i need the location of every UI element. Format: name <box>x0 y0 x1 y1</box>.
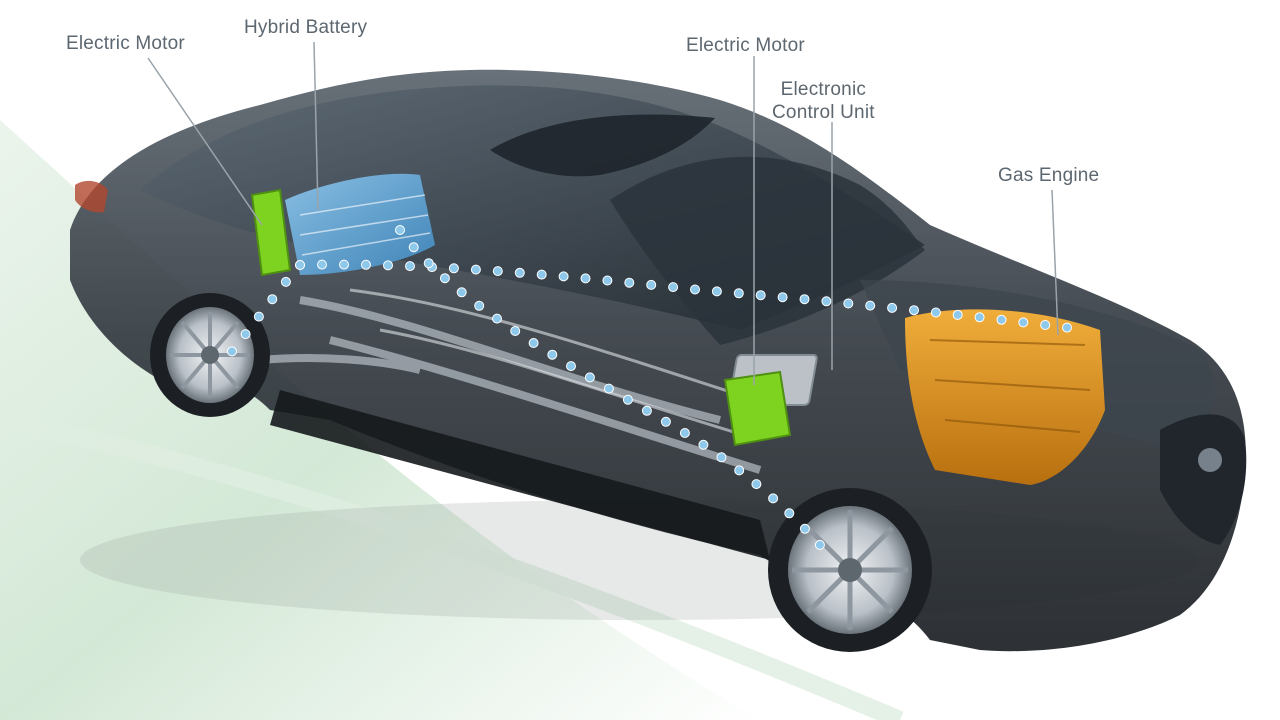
power-flow-dot <box>799 523 810 534</box>
power-flow-dot <box>470 264 481 275</box>
rear-wheel <box>150 293 270 417</box>
power-flow-dot <box>952 309 963 320</box>
power-flow-dot <box>622 394 633 405</box>
power-flow-dot <box>843 298 854 309</box>
power-flow-dots <box>227 225 1072 550</box>
gas-engine-detail <box>929 339 1091 433</box>
power-flow-dot <box>1040 320 1051 330</box>
callout-leader-lines <box>147 41 1059 385</box>
power-flow-dot <box>909 305 919 316</box>
power-flow-dot <box>280 276 291 287</box>
power-flow-dot <box>602 275 613 286</box>
power-flow-dot <box>528 338 539 348</box>
car-side-skirt <box>270 390 770 560</box>
leader-gas-engine <box>1051 189 1059 336</box>
power-flow-dot <box>799 294 810 305</box>
label-gas-engine: Gas Engine <box>998 165 1100 186</box>
battery-cells <box>299 194 431 256</box>
power-flow-dot <box>339 259 349 270</box>
power-flow-dot <box>361 259 371 270</box>
power-flow-dot <box>448 263 459 274</box>
power-flow-dot <box>492 266 503 277</box>
power-flow-dot <box>584 372 595 383</box>
power-flow-dot <box>474 300 485 311</box>
power-flow-dot <box>734 465 745 476</box>
power-flow-dot <box>716 452 727 463</box>
power-flow-dot <box>814 539 825 550</box>
power-flow-dot <box>668 282 679 293</box>
power-flow-dot <box>755 290 766 301</box>
power-flow-dot <box>227 346 237 357</box>
power-flow-dot <box>690 284 700 295</box>
background-swoosh <box>0 120 760 720</box>
power-flow-dot <box>679 428 690 438</box>
power-flow-dot <box>624 277 635 288</box>
electric-motor-rear <box>250 188 292 277</box>
power-flow-dot <box>996 314 1007 325</box>
power-flow-dot <box>580 273 591 284</box>
power-flow-dot <box>1062 322 1072 333</box>
power-flow-dot <box>711 286 722 297</box>
power-flow-dot <box>821 296 832 307</box>
drivetrain-lines <box>259 296 762 474</box>
power-flow-dot <box>510 326 521 336</box>
power-flow-dot <box>267 294 278 305</box>
power-flow-dot <box>295 260 305 270</box>
drivetrain-detail <box>349 288 761 442</box>
power-flow-dot <box>603 383 614 394</box>
power-flow-dot <box>536 269 547 280</box>
power-flow-dot <box>383 260 393 271</box>
leader-hybrid-battery <box>313 41 319 211</box>
power-flow-dot <box>777 292 788 303</box>
power-flow-dot <box>641 405 652 416</box>
power-flow-dot <box>514 267 525 278</box>
power-flow-dot <box>660 416 671 427</box>
power-flow-dot <box>395 225 405 235</box>
power-flow-dot <box>547 349 558 360</box>
power-flow-dot <box>423 258 434 269</box>
power-flow-dot <box>646 279 657 290</box>
power-flow-dot <box>253 311 264 322</box>
power-flow-dot <box>456 287 467 298</box>
power-flow-dot <box>784 508 795 519</box>
power-flow-dot <box>405 261 415 272</box>
background-swoosh-line <box>0 411 904 720</box>
power-flow-dot <box>930 307 941 318</box>
power-flow-dot <box>698 439 709 450</box>
power-flow-dot <box>240 329 251 340</box>
leader-electric-motor-rear <box>147 57 263 226</box>
car-windshield <box>610 156 925 345</box>
car-emblem <box>1198 448 1222 472</box>
label-hybrid-battery: Hybrid Battery <box>244 17 368 38</box>
car-taillight <box>75 180 108 213</box>
power-flow-dot <box>751 479 762 490</box>
power-flow-dot <box>317 259 327 270</box>
label-electric-motor-rear: Electric Motor <box>66 33 185 54</box>
label-ecu-line1: Electronic <box>780 79 867 100</box>
power-flow-dot <box>439 273 450 284</box>
power-flow-dot <box>974 312 985 323</box>
power-flow-dot <box>408 242 419 253</box>
power-flow-dot <box>887 302 898 313</box>
power-flow-dot <box>566 361 576 372</box>
power-flow-dot <box>1018 317 1029 328</box>
power-flow-dot <box>558 271 569 282</box>
power-flow-dot <box>768 493 779 504</box>
power-flow-dot <box>733 288 744 299</box>
car-sunroof <box>490 114 715 177</box>
power-flow-dot <box>865 300 876 311</box>
label-ecu-line2: Control Unit <box>772 102 875 123</box>
power-flow-dot <box>492 313 502 324</box>
gas-engine <box>905 309 1105 485</box>
label-electric-motor-front: Electric Motor <box>686 35 805 56</box>
car-grille <box>1160 414 1247 545</box>
electric-motor-front <box>723 370 792 447</box>
label-electronic-control-unit: Electronic Control Unit <box>772 78 875 124</box>
